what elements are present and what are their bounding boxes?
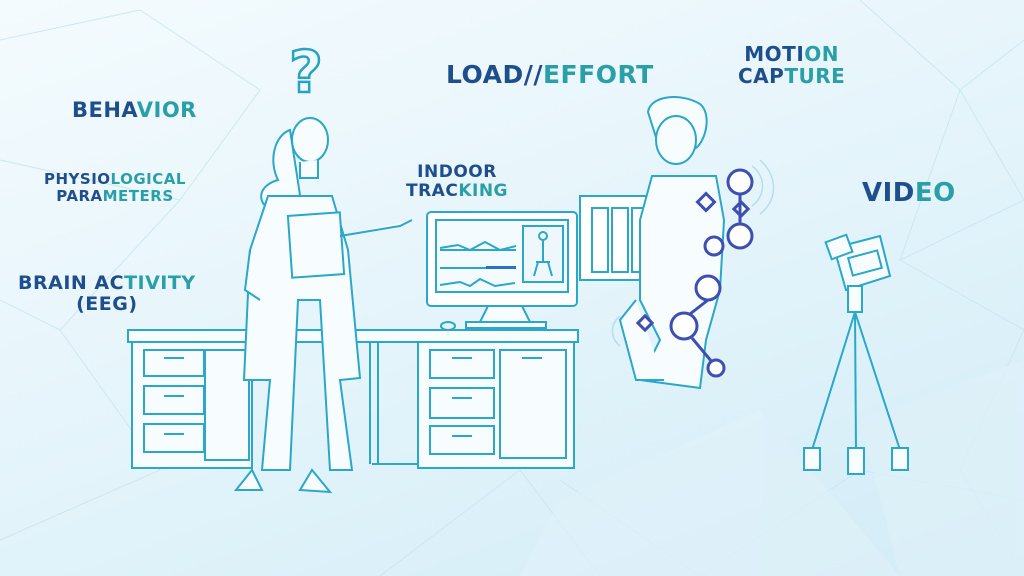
- label-physio-2-dark: PARA: [56, 187, 103, 205]
- label-behavior: BEHAVIOR: [72, 100, 197, 121]
- scientist-figure: [233, 117, 413, 494]
- label-physio-2-teal: METERS: [102, 187, 174, 205]
- label-indoor-1: INDOOR: [417, 162, 497, 182]
- label-motion-2-dark: CAP: [738, 64, 785, 88]
- label-motion-1-teal: ON: [804, 42, 840, 66]
- label-indoor-2-teal: KING: [458, 181, 509, 201]
- label-motion-2-teal: TURE: [784, 64, 846, 88]
- monitor: [426, 211, 578, 329]
- label-motion-capture: MOTION CAPTURE: [738, 44, 845, 86]
- exoskeleton-joints: [635, 168, 754, 378]
- desk: [127, 329, 579, 469]
- question-mark-icon: ?: [289, 38, 323, 106]
- label-brain-1-dark: BRAIN AC: [18, 272, 125, 294]
- exoskeleton-figure: [618, 96, 726, 390]
- label-indoor-2-dark: TRAC: [406, 181, 459, 201]
- label-brain-2: (EEG): [76, 293, 138, 315]
- label-physiological-parameters: PHYSIOLOGICAL PARAMETERS: [44, 172, 186, 204]
- label-load-teal: EFFORT: [542, 60, 654, 89]
- label-video: VIDEO: [862, 180, 956, 206]
- label-brain-activity: BRAIN ACTIVITY (EEG): [18, 274, 196, 314]
- label-behavior-teal: VIOR: [136, 98, 197, 122]
- label-behavior-dark: BEHA: [72, 98, 137, 122]
- label-motion-1-dark: MOTI: [744, 42, 805, 66]
- label-physio-1-teal: LOGICAL: [110, 170, 186, 188]
- label-video-dark: VID: [862, 178, 915, 208]
- label-indoor-tracking: INDOOR TRACKING: [406, 164, 508, 200]
- label-load-effort: LOAD//EFFORT: [446, 62, 654, 87]
- label-load-dark: LOAD//: [446, 60, 543, 89]
- label-physio-1-dark: PHYSIO: [44, 170, 111, 188]
- camera-tripod: [803, 233, 909, 475]
- label-brain-1-teal: TIVITY: [124, 272, 196, 294]
- label-video-teal: EO: [914, 178, 956, 208]
